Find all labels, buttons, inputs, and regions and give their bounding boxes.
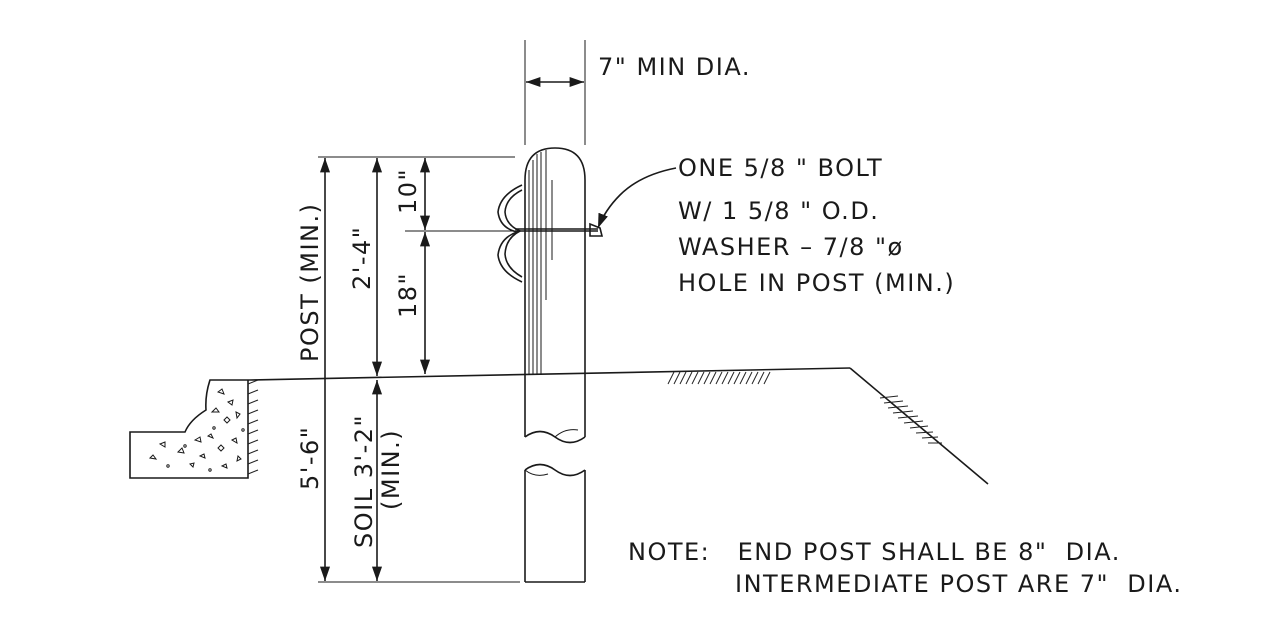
callout-line-1: ONE 5/8 " BOLT [678,154,883,182]
top-to-bolt-label: 10" [394,168,422,214]
above-ground-label: 2'-4" [348,226,376,290]
vertical-dimensions [318,156,520,583]
bolt-leader [597,167,677,229]
note-line-2: INTERMEDIATE POST ARE 7" DIA. [735,570,1183,598]
bolt-to-ground-label: 18" [394,272,422,318]
callout-line-4: HOLE IN POST (MIN.) [678,269,955,297]
post-min-label: POST (MIN.) [296,203,324,362]
diameter-label: 7" MIN DIA. [598,53,751,81]
bolt [515,222,604,237]
soil-embed-label: SOIL 3'-2" [350,414,378,548]
soil-min-label: (MIN.) [377,429,405,510]
total-length-label: 5'-6" [296,426,324,490]
callout-line-2: W/ 1 5/8 " O.D. [678,197,879,225]
note-line-1: NOTE: END POST SHALL BE 8" DIA. [628,538,1121,566]
note: NOTE: END POST SHALL BE 8" DIA. INTERMED… [628,538,1183,598]
diameter-dimension [524,40,586,145]
bolt-callout: ONE 5/8 " BOLT W/ 1 5/8 " O.D. WASHER – … [678,154,955,297]
post [524,147,586,583]
curb [129,379,259,479]
ground-line [249,367,989,485]
w-beam-rail [497,184,523,283]
callout-line-3: WASHER – 7/8 "ø [678,233,904,261]
